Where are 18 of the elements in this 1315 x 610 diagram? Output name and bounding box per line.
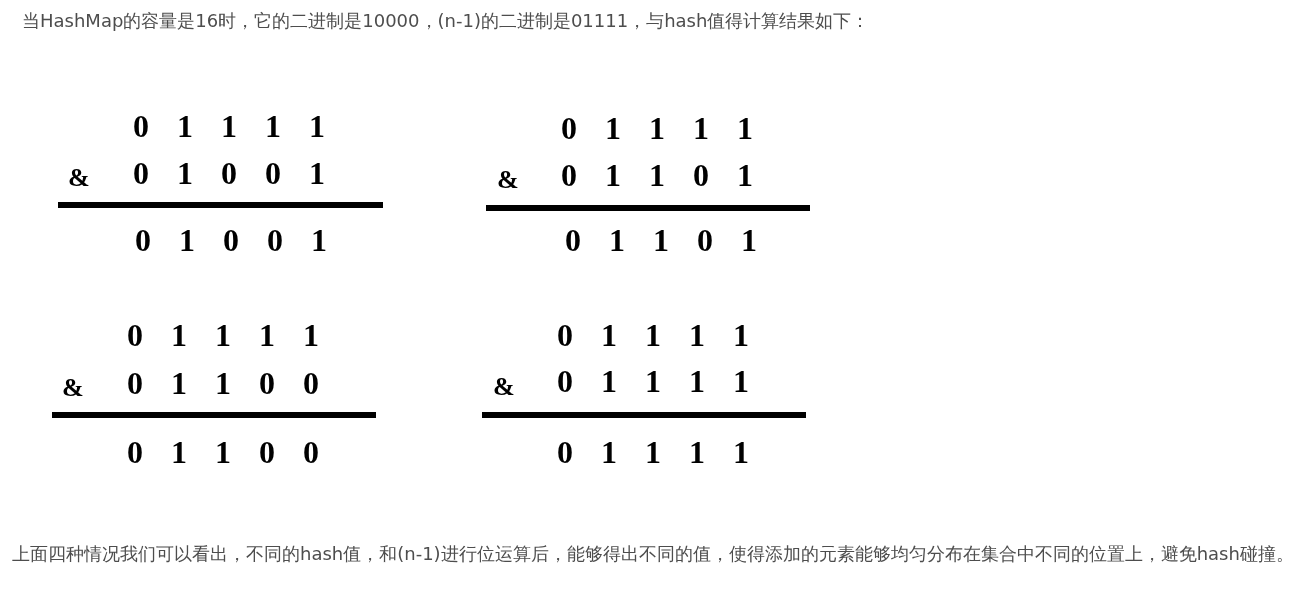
binary-number: 0 1 0 0 1 [135,222,327,258]
binary-number: 0 1 1 1 1 [557,363,749,399]
binary-number: 0 1 1 0 1 [565,222,757,258]
paragraph-text: 上面四种情况我们可以看出，不同的hash值，和(n-1)进行位运算后，能够得出不同的值，使得添加的元素能够均匀分布在集合中不同的位置上，避免hash碰撞。 [12,542,1295,566]
operator-symbol: & [68,162,90,194]
heading-text: 当HashMap的容量是16时，它的二进制是10000，(n-1)的二进制是01111，与hash值得计算结果如下： [22,9,871,33]
binary-number: 0 1 1 1 1 [557,317,749,353]
operator-symbol: & [497,164,519,196]
binary-number: 0 1 1 1 1 [127,317,319,353]
binary-number: 0 1 1 1 1 [133,108,325,144]
binary-number: 0 1 1 1 1 [557,434,749,470]
operator-symbol: & [62,372,84,404]
binary-number: 0 1 0 0 1 [133,155,325,191]
binary-number: 0 1 1 0 0 [127,434,319,470]
binary-number: 0 1 1 1 1 [561,110,753,146]
binary-number: 0 1 1 0 0 [127,365,319,401]
binary-number: 0 1 1 0 1 [561,157,753,193]
operator-symbol: & [493,371,515,403]
